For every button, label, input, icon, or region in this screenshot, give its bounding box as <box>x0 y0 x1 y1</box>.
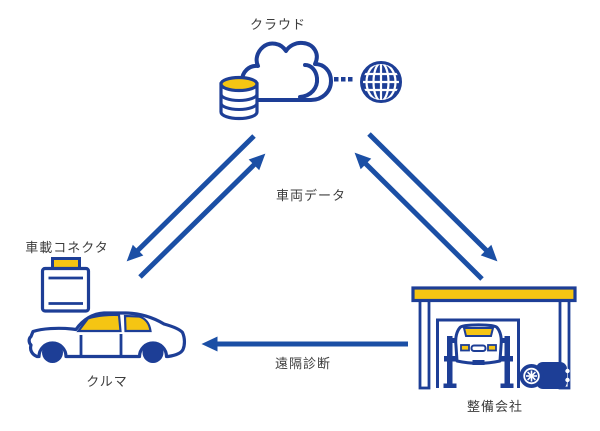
garage-label: 整備会社 <box>466 399 524 414</box>
car-front-window <box>76 313 122 333</box>
vehicle-data-edge-label: 車両データ <box>275 188 347 203</box>
car-side-icon <box>27 311 187 363</box>
garage-roof <box>411 286 577 303</box>
service-garage-icon <box>411 286 577 390</box>
remote-diagnosis-edge-label: 遠隔診断 <box>274 356 332 371</box>
car-front-wheel <box>42 342 63 363</box>
car-rear-window <box>123 314 152 333</box>
car-label: クルマ <box>86 374 128 389</box>
ellipsis-dots-icon <box>334 77 353 82</box>
arrow-garage-to-cloud <box>354 152 484 281</box>
arrow-cloud-to-garage <box>367 132 498 262</box>
car-rear-wheel <box>142 342 164 363</box>
cloud-icon <box>240 40 333 102</box>
arrow-car-to-cloud <box>138 153 266 279</box>
garage-door-frame <box>436 318 520 388</box>
connector-label: 車載コネクタ <box>25 240 109 255</box>
cloud-label: クラウド <box>249 17 307 32</box>
globe-icon <box>360 61 402 103</box>
arrow-cloud-to-car <box>126 134 256 262</box>
tires-icon <box>519 362 570 389</box>
obd-connector-icon <box>40 257 91 313</box>
database-icon <box>219 75 259 121</box>
lift-car-icon <box>443 323 514 388</box>
